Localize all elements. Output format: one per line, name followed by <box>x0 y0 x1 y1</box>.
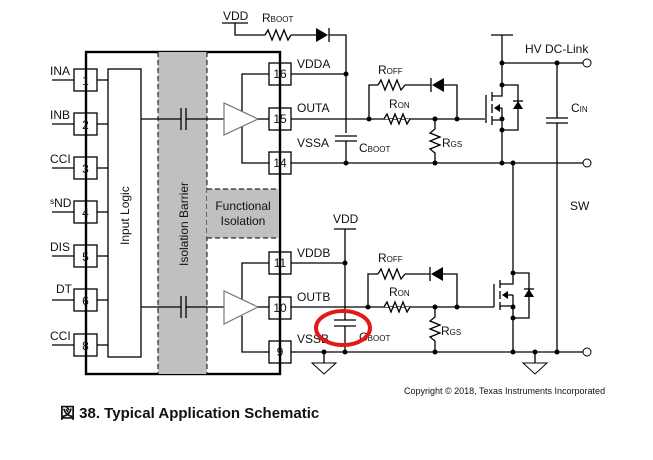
vdd-top-label: VDD <box>223 9 249 23</box>
ground-symbol-left <box>310 362 338 375</box>
dc-link: HV DC-Link CIN <box>499 42 592 352</box>
roff-a-resistor <box>377 78 406 92</box>
boot-diode <box>316 28 328 42</box>
gate-drive-b: ROFF RON RGS <box>291 251 494 352</box>
pin-15: 15 OUTA <box>268 101 329 131</box>
roff-b-diode <box>431 267 443 281</box>
svg-text:INB: INB <box>50 108 70 122</box>
functional-isolation <box>207 189 279 238</box>
svg-text:2: 2 <box>82 118 89 132</box>
sw-terminal-bottom[interactable] <box>582 347 592 357</box>
pin-4: 4 ˢND <box>50 196 108 224</box>
pin-11: 11 VDDB <box>268 246 330 275</box>
svg-text:3: 3 <box>82 162 89 176</box>
svg-text:ROFF: ROFF <box>378 251 403 265</box>
rboot-resistor <box>264 28 292 42</box>
svg-text:VDDA: VDDA <box>297 57 330 71</box>
channel-a-path <box>141 73 269 164</box>
ground-rail <box>291 347 592 375</box>
svg-text:ˢND: ˢND <box>50 196 72 210</box>
driver-b-amplifier <box>223 290 260 325</box>
figure-caption: 図 38. Typical Application Schematic <box>60 405 319 422</box>
highlight-circle-cboot <box>314 309 372 347</box>
svg-text:11: 11 <box>274 256 287 270</box>
sw-label: SW <box>570 199 590 213</box>
pin-10: 10 OUTB <box>268 290 330 320</box>
input-logic-label: Input Logic <box>118 186 132 245</box>
pin-2: 2 INB <box>50 108 108 136</box>
roff-b-resistor <box>377 267 406 281</box>
pin-16: 16 VDDA <box>268 57 330 86</box>
copyright-text: Copyright © 2018, Texas Instruments Inco… <box>404 386 605 396</box>
svg-text:15: 15 <box>273 112 287 126</box>
svg-text:OUTB: OUTB <box>297 290 330 304</box>
svg-text:8: 8 <box>82 339 89 353</box>
svg-text:14: 14 <box>273 156 287 170</box>
pin-3: 3 CCI <box>50 152 108 180</box>
input-logic-block <box>107 68 142 358</box>
rgs-a-resistor <box>428 119 442 163</box>
left-pins: 1 INA 2 INB 3 CCI 4 ˢND 5 DIS <box>50 64 108 357</box>
svg-text:RBOOT: RBOOT <box>262 11 293 25</box>
pin-14: 14 VSSA <box>268 136 329 175</box>
pin-5: 5 DIS <box>50 240 108 268</box>
ron-b-resistor <box>383 300 411 314</box>
svg-text:OUTA: OUTA <box>297 101 329 115</box>
rgs-b-resistor <box>428 307 442 352</box>
sw-node: SW <box>291 158 592 273</box>
svg-text:RGS: RGS <box>441 324 461 338</box>
hv-dc-link-terminal[interactable] <box>582 58 592 68</box>
bootstrap-circuit: VDD RBOOT CBOOT <box>222 9 390 163</box>
svg-text:DT: DT <box>56 282 73 296</box>
vdd-b-supply: VDD CBOOT <box>291 212 390 352</box>
mosfet-low-side <box>493 270 534 352</box>
svg-text:RON: RON <box>389 97 410 111</box>
mosfet-high-side <box>485 34 523 163</box>
svg-text:CBOOT: CBOOT <box>359 141 390 155</box>
svg-text:9: 9 <box>277 345 284 359</box>
driver-a-amplifier <box>223 102 260 136</box>
svg-text:CIN: CIN <box>571 101 588 115</box>
pin-1: 1 INA <box>50 64 108 92</box>
svg-text:1: 1 <box>82 74 89 88</box>
svg-text:VDDB: VDDB <box>297 246 330 260</box>
svg-text:16: 16 <box>273 67 287 81</box>
sw-terminal-top[interactable] <box>582 158 592 168</box>
svg-text:6: 6 <box>82 294 89 308</box>
functional-isolation-line1: Functional <box>215 199 270 213</box>
hv-dc-link-label: HV DC-Link <box>525 42 589 56</box>
svg-text:4: 4 <box>82 206 89 220</box>
functional-isolation-line2: Isolation <box>221 214 266 228</box>
svg-text:5: 5 <box>82 250 89 264</box>
svg-text:10: 10 <box>273 301 287 315</box>
gate-drive-a: ROFF RON RGS <box>291 63 485 163</box>
svg-text:DIS: DIS <box>50 240 70 254</box>
svg-text:CCI: CCI <box>50 152 71 166</box>
channel-b-path <box>141 262 269 353</box>
svg-text:INA: INA <box>50 64 70 78</box>
svg-text:CCI: CCI <box>50 329 71 343</box>
roff-a-diode <box>432 78 444 92</box>
svg-text:VSSA: VSSA <box>297 136 329 150</box>
ground-symbol-right <box>521 362 549 375</box>
svg-text:RON: RON <box>389 285 410 299</box>
isolation-barrier-label: Isolation Barrier <box>177 182 191 266</box>
svg-text:ROFF: ROFF <box>378 63 403 77</box>
vdd-bottom-label: VDD <box>333 212 359 226</box>
pin-8: 8 CCI <box>50 329 108 357</box>
isolation-barrier <box>158 52 207 374</box>
ron-a-resistor <box>383 112 411 126</box>
svg-text:RGS: RGS <box>442 136 462 150</box>
pin-6: 6 DT <box>52 282 108 312</box>
